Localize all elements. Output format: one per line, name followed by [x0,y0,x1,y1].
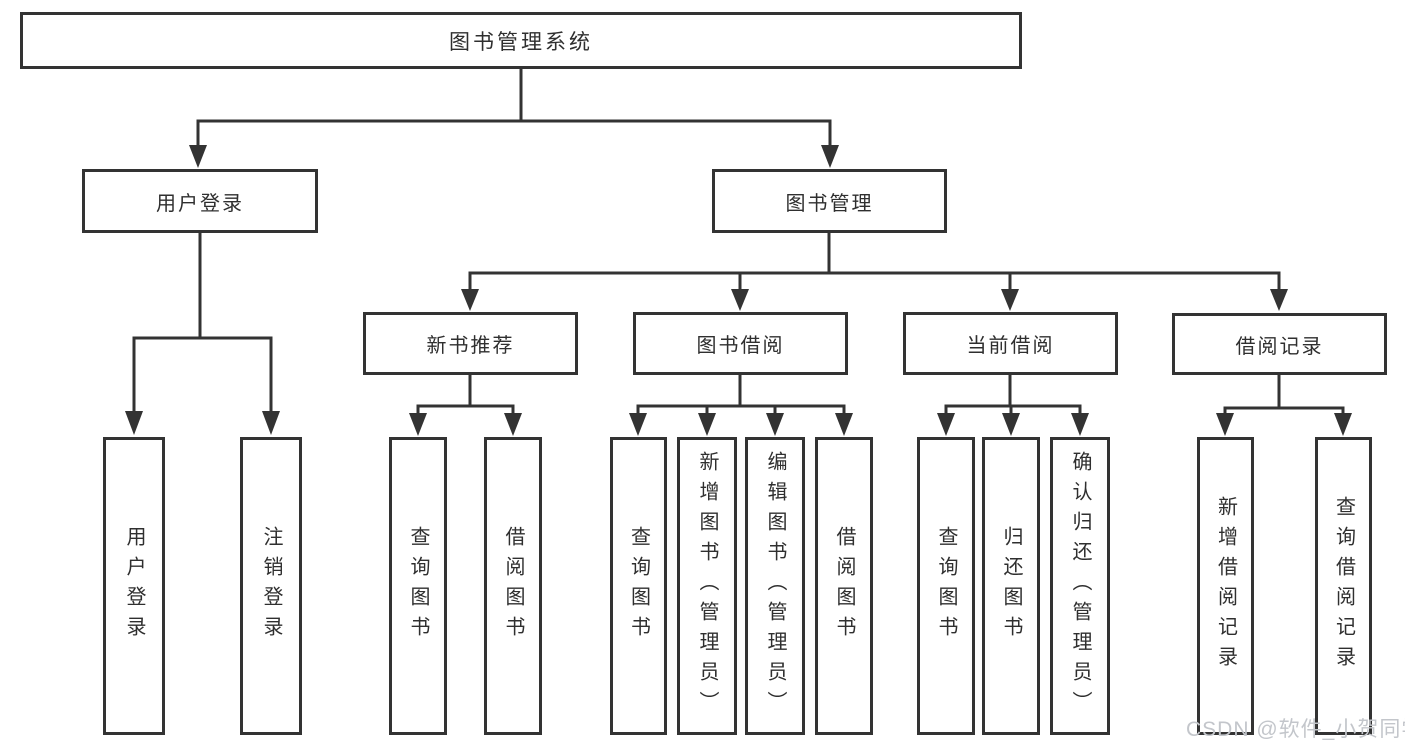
node-book-borrow-label: 图书借阅 [696,335,785,357]
leaf-label: 新增图书（管理员） [696,451,718,721]
edge-new-book-recommend-to-leaves [409,375,522,436]
node-book-borrow: 图书借阅 [633,312,848,375]
leaf-add-books-admin: 新增图书（管理员） [677,437,737,735]
leaf-label: 查询图书 [627,526,650,646]
leaf-label: 查询图书 [935,526,957,646]
node-borrow-records-label: 借阅记录 [1235,335,1324,358]
edge-root-to-level2 [189,68,839,168]
leaf-label: 用户登录 [123,526,145,646]
node-borrow-records: 借阅记录 [1172,313,1387,375]
leaf-label: 新增借阅记录 [1214,496,1237,676]
leaf-logout: 注销登录 [240,437,302,735]
node-book-management: 图书管理 [712,169,947,233]
node-user-login-label: 用户登录 [156,192,244,215]
leaf-label: 借阅图书 [833,526,855,646]
leaf-query-books-current: 查询图书 [917,437,975,735]
leaf-label: 确认归还（管理员） [1069,451,1091,721]
leaf-edit-books-admin: 编辑图书（管理员） [745,437,805,735]
node-root-label: 图书管理系统 [449,30,593,54]
leaf-label: 查询图书 [407,526,429,646]
node-book-management-label: 图书管理 [785,192,874,215]
leaf-return-books: 归还图书 [982,437,1040,735]
edge-current-borrow-to-leaves [937,375,1089,436]
edge-user-login-to-leaves [125,233,280,435]
leaf-query-books-borrow: 查询图书 [610,437,667,735]
leaf-label: 查询借阅记录 [1332,496,1355,676]
edge-book-borrow-to-leaves [629,375,853,436]
node-current-borrow-label: 当前借阅 [966,335,1055,357]
node-user-login: 用户登录 [82,169,318,233]
leaf-label: 编辑图书（管理员） [764,451,786,721]
leaf-label: 注销登录 [260,526,282,646]
leaf-borrow-books-recommend: 借阅图书 [484,437,542,735]
leaf-user-login: 用户登录 [103,437,165,735]
leaf-query-borrow-record: 查询借阅记录 [1315,437,1372,735]
watermark-text: CSDN @软件_小贺同学 [1186,718,1405,741]
node-root: 图书管理系统 [20,12,1022,69]
leaf-query-books-recommend: 查询图书 [389,437,447,735]
leaf-confirm-return-admin: 确认归还（管理员） [1050,437,1110,735]
leaf-borrow-books: 借阅图书 [815,437,873,735]
edge-book-management-to-level3 [461,233,1288,311]
leaf-label: 归还图书 [1000,526,1022,646]
leaf-label: 借阅图书 [502,526,524,646]
node-current-borrow: 当前借阅 [903,312,1118,375]
edge-borrow-records-to-leaves [1216,375,1352,436]
node-new-book-recommend-label: 新书推荐 [426,335,515,357]
leaf-add-borrow-record: 新增借阅记录 [1197,437,1254,735]
node-new-book-recommend: 新书推荐 [363,312,578,375]
